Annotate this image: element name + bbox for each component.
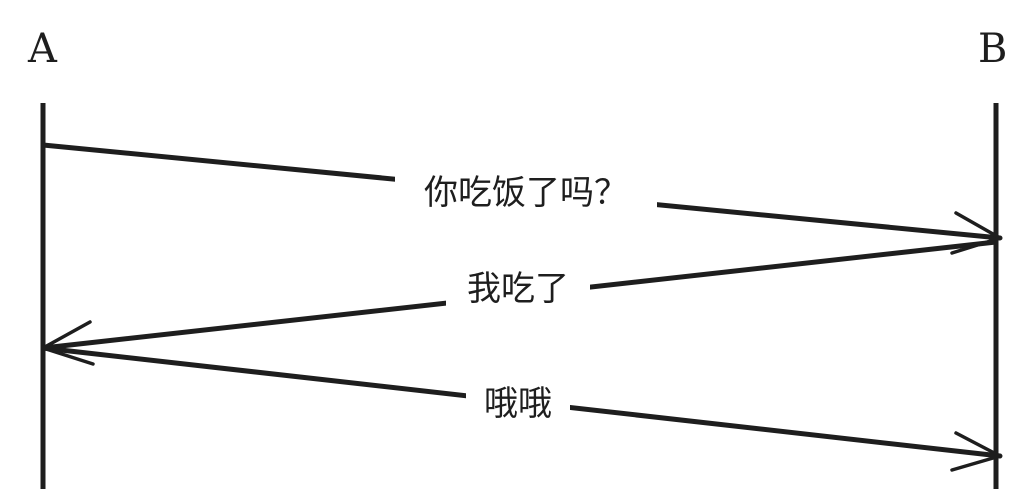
message-1-label: 你吃饭了吗？ xyxy=(424,173,628,213)
message-3: 哦哦 xyxy=(40,345,1003,472)
participant-a-label: A xyxy=(27,26,58,72)
message-2-label: 我吃了 xyxy=(467,269,569,309)
participant-b-label: B xyxy=(978,26,1007,72)
message-2-label-bg xyxy=(446,266,590,312)
message-1: 你吃饭了吗？ xyxy=(40,142,1003,255)
message-1-label-bg xyxy=(395,166,657,216)
message-3-arrowhead xyxy=(950,431,1002,472)
message-1-arrowhead xyxy=(950,211,1002,255)
message-2: 我吃了 xyxy=(40,239,999,366)
message-3-label-bg xyxy=(466,382,570,426)
message-3-label: 哦哦 xyxy=(484,384,552,424)
